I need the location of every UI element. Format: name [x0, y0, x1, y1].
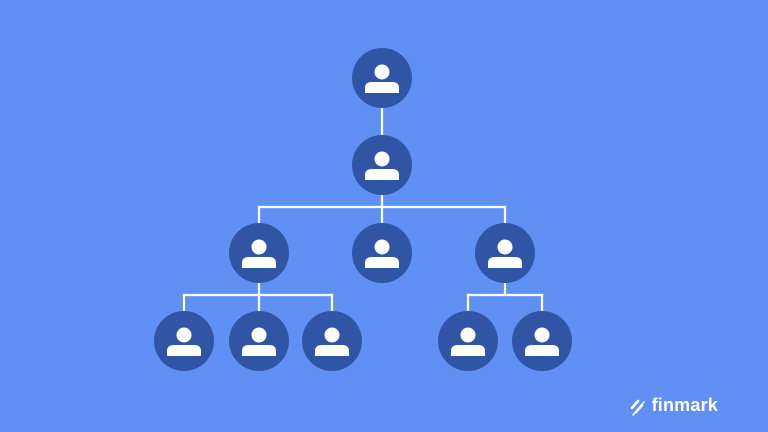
- org-node-level2: [352, 135, 412, 195]
- org-chart-nodes: [154, 48, 572, 371]
- org-node-left-1: [154, 311, 214, 371]
- person-icon: [488, 239, 522, 268]
- org-node-right: [475, 223, 535, 283]
- org-node-right-2: [512, 311, 572, 371]
- org-node-right-1: [438, 311, 498, 371]
- org-node-middle: [352, 223, 412, 283]
- org-chart-connectors: [182, 106, 544, 313]
- person-icon: [525, 327, 559, 356]
- finmark-logo-icon: [630, 399, 645, 416]
- person-icon: [365, 239, 399, 268]
- person-icon: [365, 64, 399, 93]
- org-node-left-2: [229, 311, 289, 371]
- person-icon: [365, 151, 399, 180]
- person-icon: [242, 327, 276, 356]
- person-icon: [242, 239, 276, 268]
- person-icon: [167, 327, 201, 356]
- brand-name: finmark: [651, 395, 718, 415]
- org-node-level1: [352, 48, 412, 108]
- brand-logo: finmark: [630, 395, 718, 416]
- org-node-left-3: [302, 311, 362, 371]
- person-icon: [451, 327, 485, 356]
- person-icon: [315, 327, 349, 356]
- org-node-left: [229, 223, 289, 283]
